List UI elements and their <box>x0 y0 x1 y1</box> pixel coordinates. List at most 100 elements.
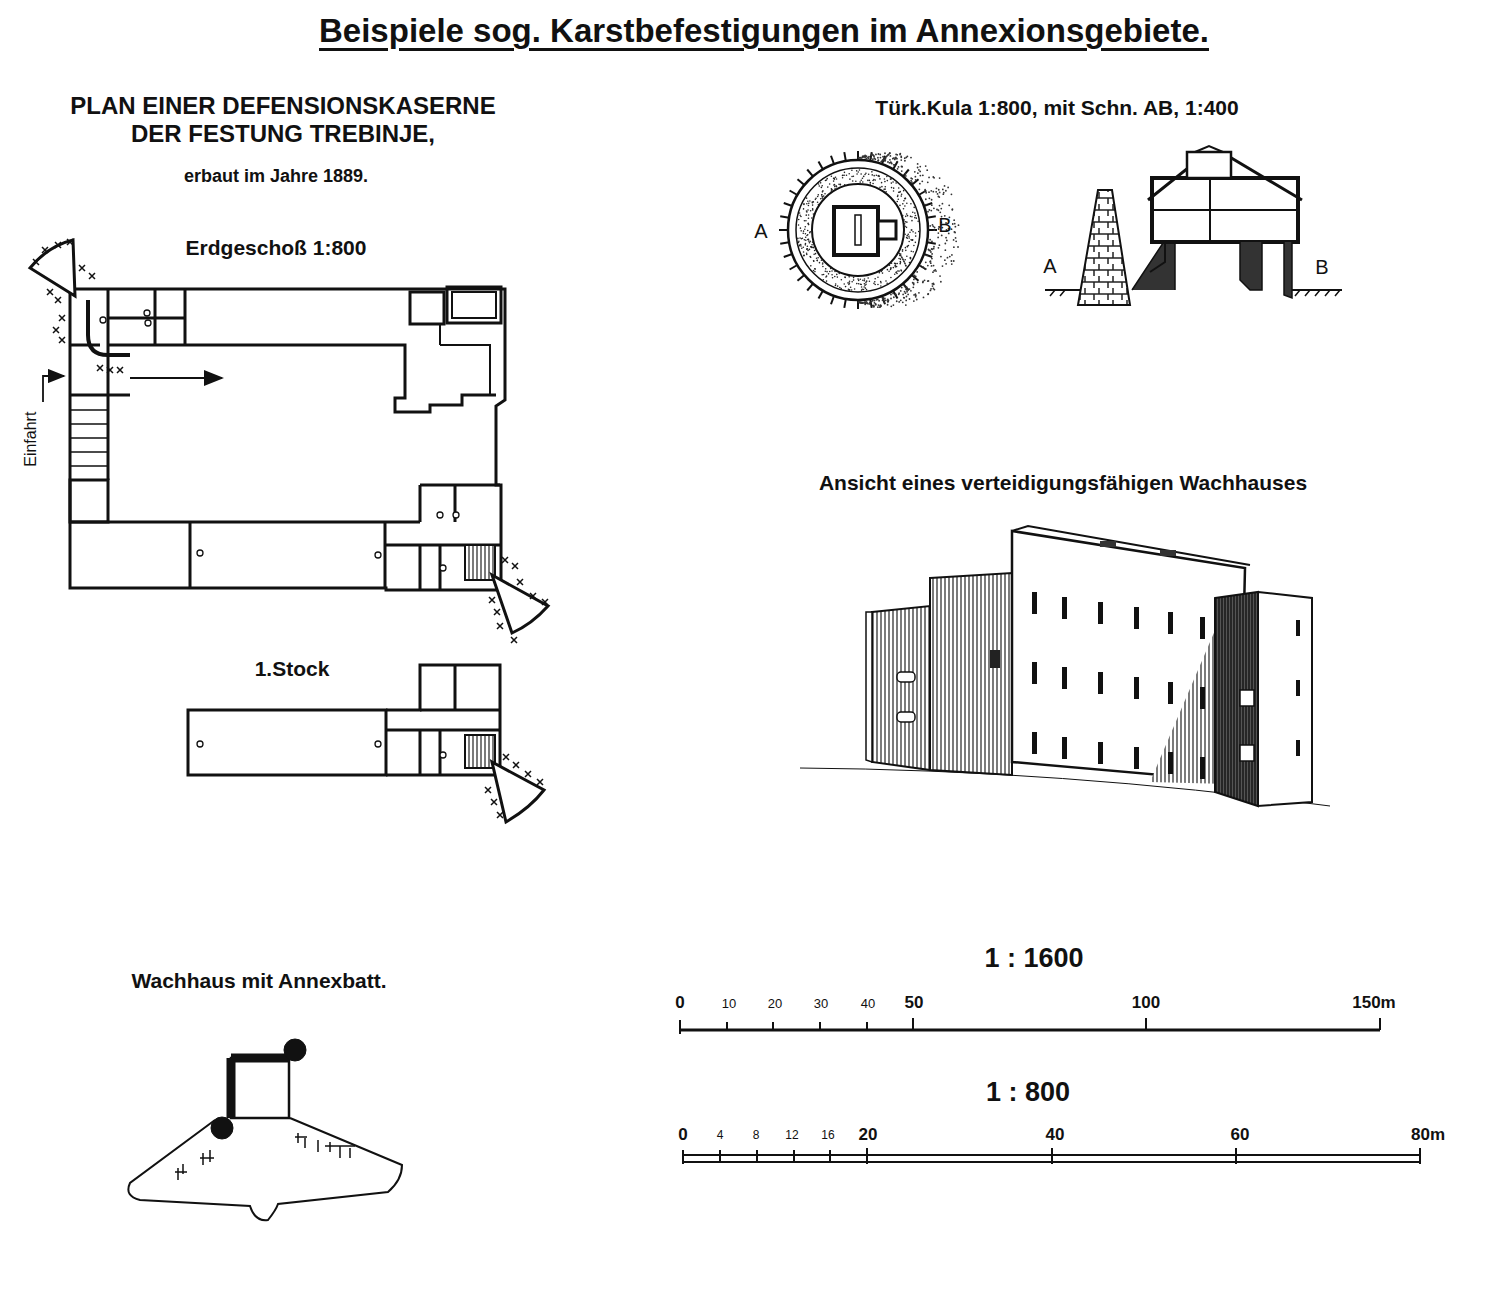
stipple <box>928 250 930 252</box>
stipple <box>884 152 886 154</box>
stipple <box>862 177 864 179</box>
stipple <box>939 205 941 207</box>
stipple <box>819 262 821 264</box>
stipple <box>806 211 808 213</box>
stipple <box>877 276 879 278</box>
stipple <box>940 281 942 283</box>
stipple <box>927 280 929 282</box>
stipple <box>805 220 807 222</box>
stipple <box>808 205 810 207</box>
stipple <box>877 157 879 159</box>
stipple <box>813 254 815 256</box>
stipple <box>896 273 898 275</box>
stipple <box>910 251 912 253</box>
stipple <box>874 158 876 160</box>
stipple <box>903 297 905 299</box>
stipple <box>801 238 803 240</box>
stipple <box>915 232 917 234</box>
stipple <box>914 176 916 178</box>
stipple <box>944 243 946 245</box>
stipple <box>905 247 907 249</box>
stipple <box>874 278 876 280</box>
stipple <box>908 235 910 237</box>
stipple <box>883 189 885 191</box>
stipple <box>864 280 866 282</box>
stipple <box>837 276 839 278</box>
stipple <box>918 292 920 294</box>
stipple <box>859 181 861 183</box>
stipple <box>904 263 906 265</box>
stove-mark <box>375 741 381 747</box>
stipple <box>919 171 921 173</box>
stipple <box>851 281 853 283</box>
stipple <box>879 272 881 274</box>
stipple <box>835 283 837 285</box>
stipple <box>893 296 895 298</box>
stipple <box>878 300 880 302</box>
stipple <box>916 217 918 219</box>
stipple <box>904 160 906 162</box>
window <box>1098 672 1103 694</box>
stipple <box>826 178 828 180</box>
stipple <box>889 152 891 154</box>
stipple <box>896 300 898 302</box>
stipple <box>842 177 844 179</box>
loophole-mark <box>59 315 65 321</box>
stipple <box>899 153 901 155</box>
stipple <box>905 175 907 177</box>
stipple <box>860 284 862 286</box>
stipple <box>803 251 805 253</box>
stipple <box>927 181 929 183</box>
stipple <box>907 215 909 217</box>
stipple <box>893 304 895 306</box>
entrance-label: Einfahrt <box>22 412 40 467</box>
stipple <box>929 225 931 227</box>
palisade-tick <box>912 275 919 281</box>
stipple <box>898 292 900 294</box>
stipple <box>822 191 824 193</box>
loophole-mark <box>55 242 61 248</box>
palisade-tick <box>779 229 788 231</box>
stipple <box>806 235 808 237</box>
stipple <box>884 157 886 159</box>
stipple <box>838 273 840 275</box>
stipple <box>895 272 897 274</box>
stipple <box>844 277 846 279</box>
stipple <box>929 261 931 263</box>
window <box>1032 592 1037 614</box>
stipple <box>817 257 819 259</box>
stipple <box>869 180 871 182</box>
window <box>1098 742 1103 764</box>
stipple <box>904 198 906 200</box>
stove-mark <box>453 512 459 518</box>
palisade-tick <box>819 291 824 299</box>
stipple <box>807 248 809 250</box>
loophole-mark <box>491 799 497 805</box>
loophole-mark <box>530 593 536 599</box>
stipple <box>887 180 889 182</box>
stipple <box>880 271 882 273</box>
stipple <box>898 301 900 303</box>
stipple <box>938 247 940 249</box>
stipple <box>904 259 906 261</box>
stipple <box>951 193 953 195</box>
stipple <box>906 235 908 237</box>
stipple <box>911 229 913 231</box>
loophole-mark <box>117 367 123 373</box>
stipple <box>931 265 933 267</box>
window <box>1168 612 1173 634</box>
stipple <box>811 247 813 249</box>
stipple <box>927 265 929 267</box>
stipple <box>904 262 906 264</box>
stipple <box>880 306 882 308</box>
stipple <box>938 189 940 191</box>
scale-title: 1 : 1600 <box>984 943 1083 974</box>
stipple <box>955 240 957 242</box>
stipple <box>892 158 894 160</box>
stipple <box>881 186 883 188</box>
stipple <box>854 288 856 290</box>
stipple <box>803 230 805 232</box>
stipple <box>869 280 871 282</box>
stipple <box>818 185 820 187</box>
window <box>1296 680 1300 696</box>
